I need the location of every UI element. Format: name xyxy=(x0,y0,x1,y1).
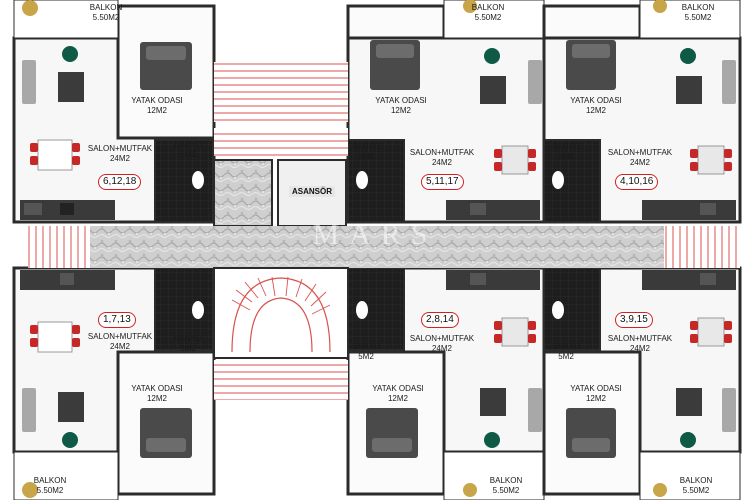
stair-landing-stone xyxy=(213,159,273,227)
west-stairs xyxy=(28,226,90,268)
furniture-bottom xyxy=(22,301,736,498)
unit-number-4-10-16: 4,10,16 xyxy=(615,174,659,190)
watermark: MARS xyxy=(312,218,438,251)
spiral-stairwell xyxy=(213,267,349,359)
unit-number-1-7-13: 1,7,13 xyxy=(98,312,136,328)
central-corridor xyxy=(90,226,664,268)
apartment-1-7-13 xyxy=(12,266,216,500)
east-stairs xyxy=(664,226,740,268)
unit-number-3-9-15: 3,9,15 xyxy=(615,312,653,328)
stairs-lower xyxy=(214,360,348,400)
elevator-label: ASANSÖR xyxy=(289,186,336,197)
unit-number-6-12-18: 6,12,18 xyxy=(98,174,142,190)
unit-number-5-11-17: 5,11,17 xyxy=(421,174,464,190)
furniture-top xyxy=(22,0,736,189)
stairs-upper xyxy=(214,62,348,122)
stairs-upper-landing xyxy=(214,128,348,156)
unit-number-2-8-14: 2,8,14 xyxy=(421,312,459,328)
